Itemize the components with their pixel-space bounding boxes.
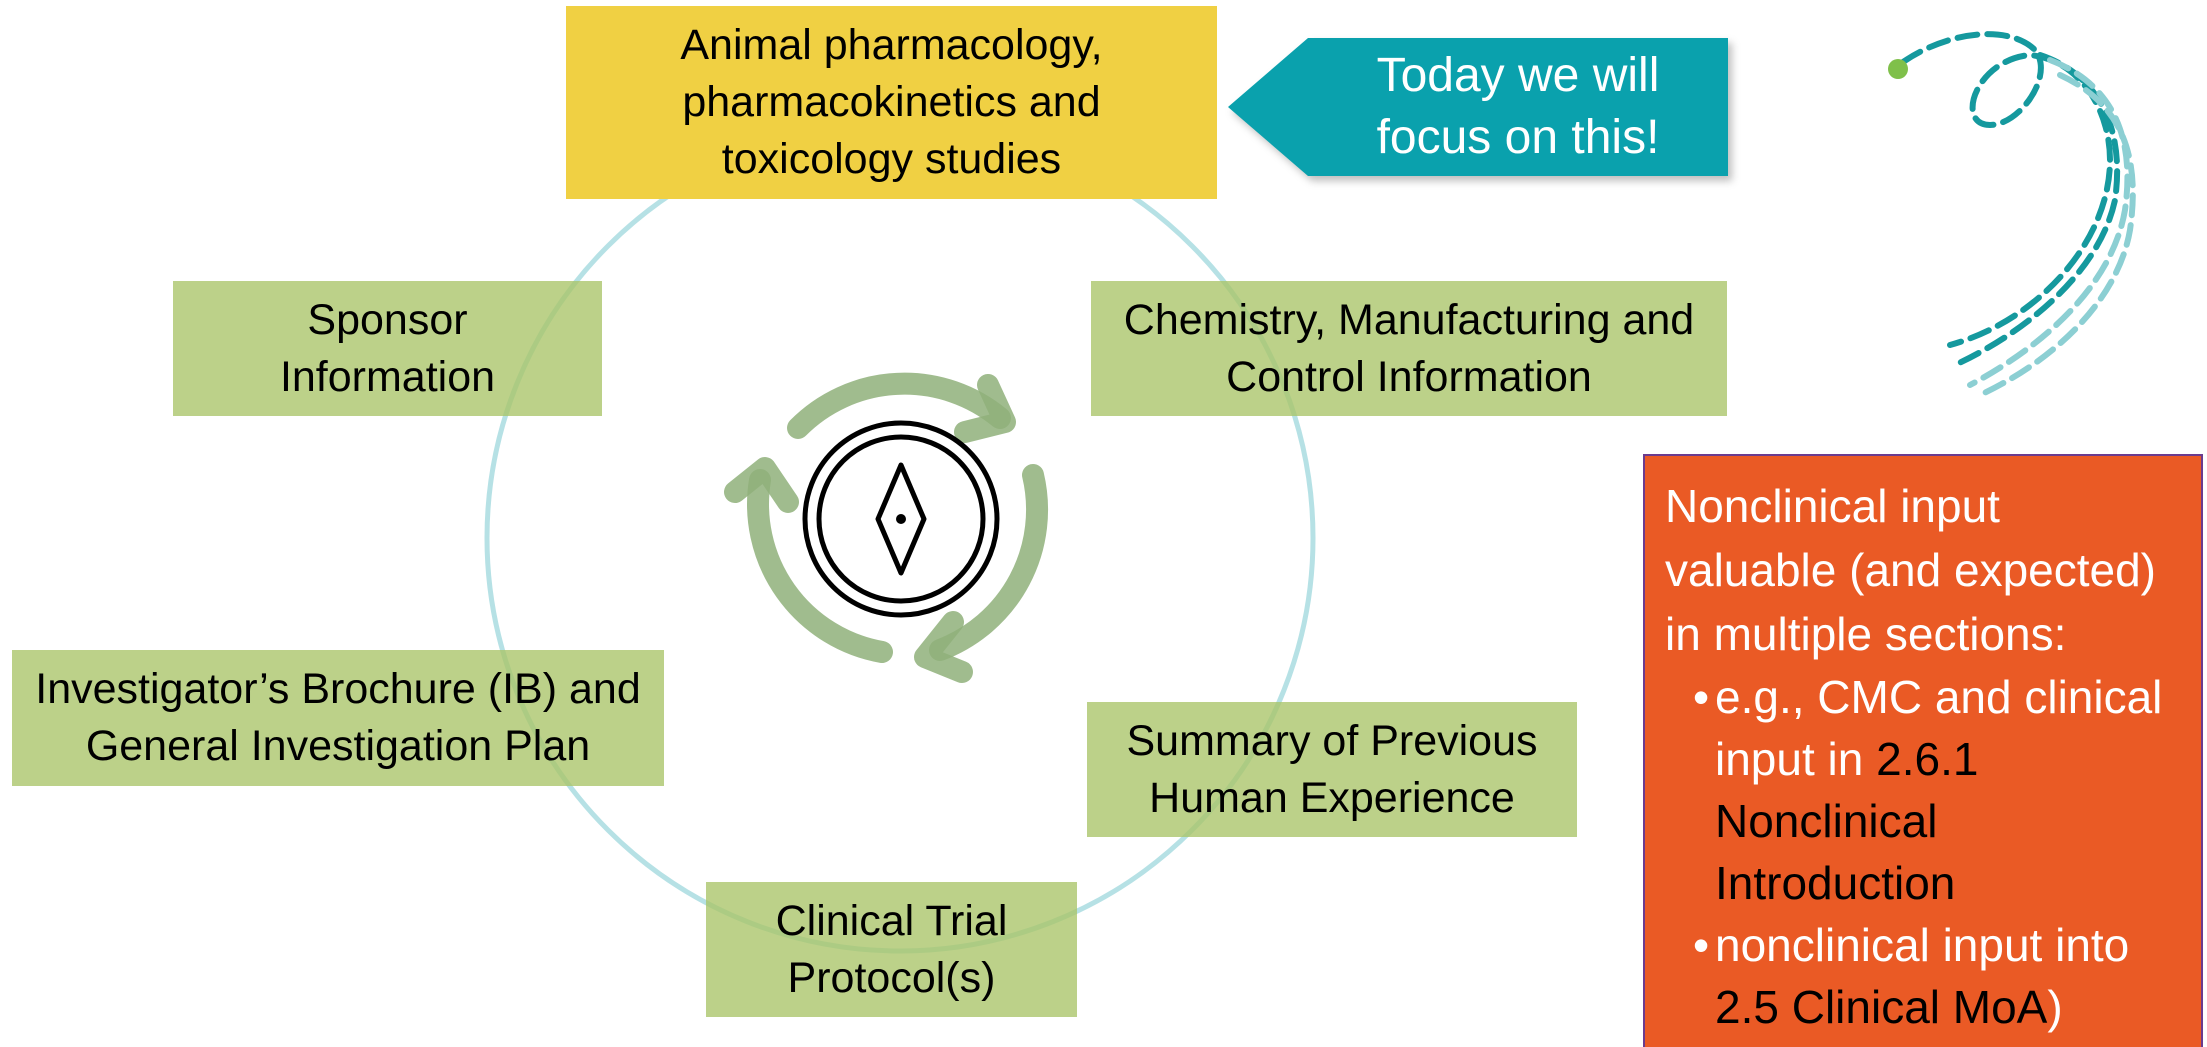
callout-arrow-shape	[1228, 38, 1728, 176]
clinical-trial-protocol-box: Clinical Trial Protocol(s)	[706, 882, 1077, 1017]
animal-studies-label: Animal pharmacology, pharmacokinetics an…	[680, 21, 1103, 183]
previous-human-experience-box: Summary of Previous Human Experience	[1087, 702, 1577, 837]
bullet-text: e.g., CMC and clinical input in	[1715, 671, 2163, 785]
cmc-information-box: Chemistry, Manufacturing and Control Inf…	[1091, 281, 1727, 416]
sponsor-information-label: Sponsor Information	[279, 295, 496, 401]
note-bullet-item: • e.g., CMC and clinical input in 2.6.1 …	[1693, 666, 2181, 914]
bullet-marker: •	[1693, 919, 1710, 971]
compass-cycle-icon	[724, 372, 1048, 683]
note-bullet-item: • nonclinical input into 2.5 Clinical Mo…	[1693, 914, 2181, 1038]
bullet-marker: •	[1693, 671, 1710, 723]
note-intro: Nonclinical input valuable (and expected…	[1665, 480, 2156, 660]
investigator-brochure-label: Investigator’s Brochure (IB) and General…	[35, 665, 641, 770]
swirl-dot	[1888, 59, 1908, 79]
bullet-suffix: )	[2047, 981, 2063, 1033]
cmc-information-label: Chemistry, Manufacturing and Control Inf…	[1123, 295, 1695, 401]
callout-text: Today we will focus on this!	[1376, 49, 1660, 164]
decorative-swirl-icon	[1888, 31, 2136, 398]
previous-human-experience-label: Summary of Previous Human Experience	[1126, 716, 1538, 822]
cycle-arrows-icon	[724, 372, 1048, 683]
bullet-text: nonclinical input into	[1715, 919, 2130, 971]
nonclinical-input-note: Nonclinical input valuable (and expected…	[1643, 454, 2203, 1047]
investigator-brochure-box: Investigator’s Brochure (IB) and General…	[12, 650, 664, 786]
note-bullet-list: • e.g., CMC and clinical input in 2.6.1 …	[1665, 666, 2181, 1038]
clinical-trial-protocol-label: Clinical Trial Protocol(s)	[775, 896, 1008, 1002]
section-reference: 2.6.1 Nonclinical Introduction	[1715, 733, 1979, 909]
focus-callout: Today we will focus on this!	[1228, 38, 1728, 176]
animal-studies-box: Animal pharmacology, pharmacokinetics an…	[566, 6, 1217, 199]
section-reference: 2.5 Clinical MoA	[1715, 981, 2048, 1033]
sponsor-information-box: Sponsor Information	[173, 281, 602, 416]
